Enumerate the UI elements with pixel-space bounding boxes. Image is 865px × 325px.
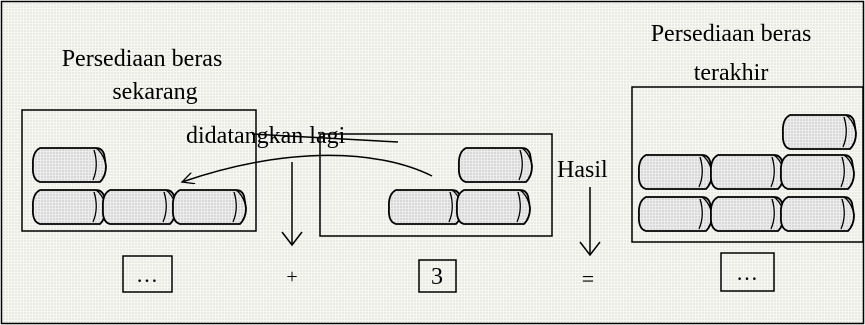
rice-sack-icon xyxy=(781,114,857,150)
curved-arrow-icon xyxy=(182,154,433,182)
final-stock-label-line1: Persediaan beras xyxy=(651,21,812,47)
down-arrow-right-icon xyxy=(579,241,601,257)
final-stock-label-line2: terakhir xyxy=(694,60,769,86)
added-stock-answer-box xyxy=(418,259,457,293)
rice-sack-icon xyxy=(101,189,177,225)
equals-sign: = xyxy=(582,266,594,291)
added-again-label: didatangkan lagi xyxy=(186,123,346,149)
rice-sack-icon xyxy=(779,154,855,190)
current-stock-label-line2: sekarang xyxy=(112,79,197,105)
added-again-strike-line xyxy=(251,133,399,143)
rice-sack-icon xyxy=(457,147,533,183)
plus-sign: + xyxy=(286,266,297,288)
rice-sack-icon xyxy=(387,189,463,225)
result-label: Hasil xyxy=(557,157,608,183)
rice-sack-icon xyxy=(31,189,107,225)
final-stock-answer-box xyxy=(720,252,775,292)
rice-sack-icon xyxy=(455,189,531,225)
rice-sack-icon xyxy=(709,154,785,190)
current-stock-answer: … xyxy=(136,262,158,287)
down-arrow-left-icon xyxy=(281,231,303,247)
rice-sack-icon xyxy=(709,196,785,232)
final-stock-answer: … xyxy=(736,260,758,285)
rice-sack-icon xyxy=(31,147,107,183)
current-stock-answer-box xyxy=(122,255,173,293)
current-stock-box xyxy=(21,109,257,232)
rice-sack-icon xyxy=(637,196,713,232)
added-stock-box xyxy=(319,133,553,237)
current-stock-label-line1: Persediaan beras xyxy=(62,46,223,72)
added-stock-answer: 3 xyxy=(431,264,443,290)
rice-sack-icon xyxy=(171,189,247,225)
rice-sack-icon xyxy=(637,154,713,190)
rice-sack-icon xyxy=(779,196,855,232)
final-stock-box xyxy=(631,86,864,243)
